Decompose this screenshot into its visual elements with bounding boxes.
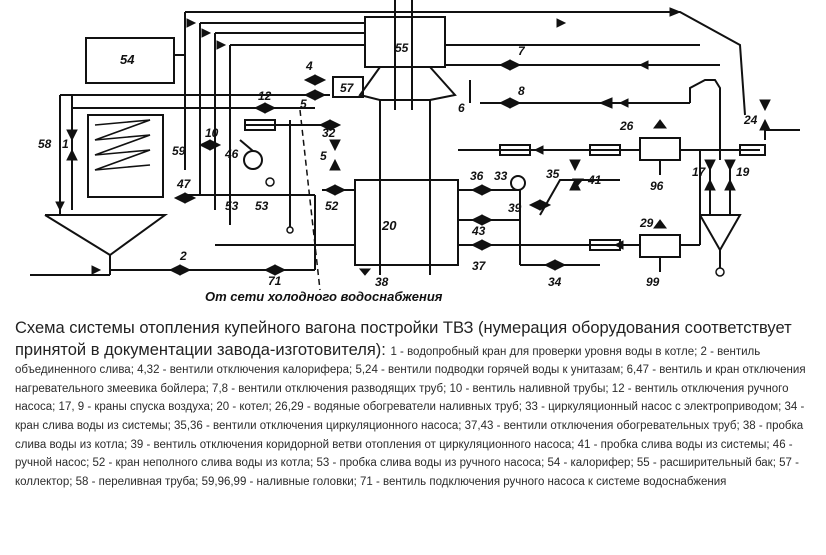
label-96: 96	[650, 179, 664, 193]
label-39: 39	[508, 201, 522, 215]
label-54: 54	[120, 52, 135, 67]
label-34: 34	[548, 275, 562, 289]
label-33: 33	[494, 169, 508, 183]
heating-system-diagram: 54 55 57 58 1 4 5 5 7 8 6 12 32 10 59 46…	[30, 0, 800, 304]
label-47: 47	[176, 177, 192, 191]
label-55: 55	[395, 41, 409, 55]
label-19: 19	[736, 165, 750, 179]
label-cold-water-supply: От сети холодного водоснабжения	[205, 289, 443, 304]
caption: Схема системы отопления купейного вагона…	[15, 318, 815, 491]
caption-body: 1 - водопробный кран для проверки уровня…	[15, 345, 806, 488]
label-53-right: 53	[255, 199, 269, 213]
label-10: 10	[205, 126, 219, 140]
label-57: 57	[340, 81, 355, 95]
label-20: 20	[381, 218, 397, 233]
label-24: 24	[743, 113, 758, 127]
label-4: 4	[305, 59, 313, 73]
label-38: 38	[375, 275, 389, 289]
label-5-mid: 5	[320, 149, 327, 163]
label-59: 59	[172, 144, 186, 158]
label-99: 99	[646, 275, 660, 289]
label-52: 52	[325, 199, 339, 213]
label-29: 29	[639, 216, 654, 230]
label-58: 58	[38, 137, 52, 151]
label-1: 1	[62, 137, 69, 151]
label-12: 12	[258, 89, 272, 103]
label-32: 32	[322, 126, 336, 140]
label-46: 46	[224, 147, 239, 161]
label-43: 43	[471, 224, 486, 238]
label-8: 8	[518, 84, 525, 98]
label-2: 2	[179, 249, 187, 263]
label-41: 41	[587, 173, 602, 187]
label-7: 7	[518, 44, 526, 58]
label-35: 35	[546, 167, 560, 181]
label-26: 26	[619, 119, 634, 133]
label-36: 36	[470, 169, 484, 183]
label-71: 71	[268, 274, 282, 288]
label-17: 17	[692, 165, 707, 179]
label-53-left: 53	[225, 199, 239, 213]
label-6: 6	[458, 101, 465, 115]
label-37: 37	[472, 259, 487, 273]
label-5-top: 5	[300, 97, 307, 111]
caption-title: Схема системы отопления купейного вагона…	[15, 319, 792, 359]
